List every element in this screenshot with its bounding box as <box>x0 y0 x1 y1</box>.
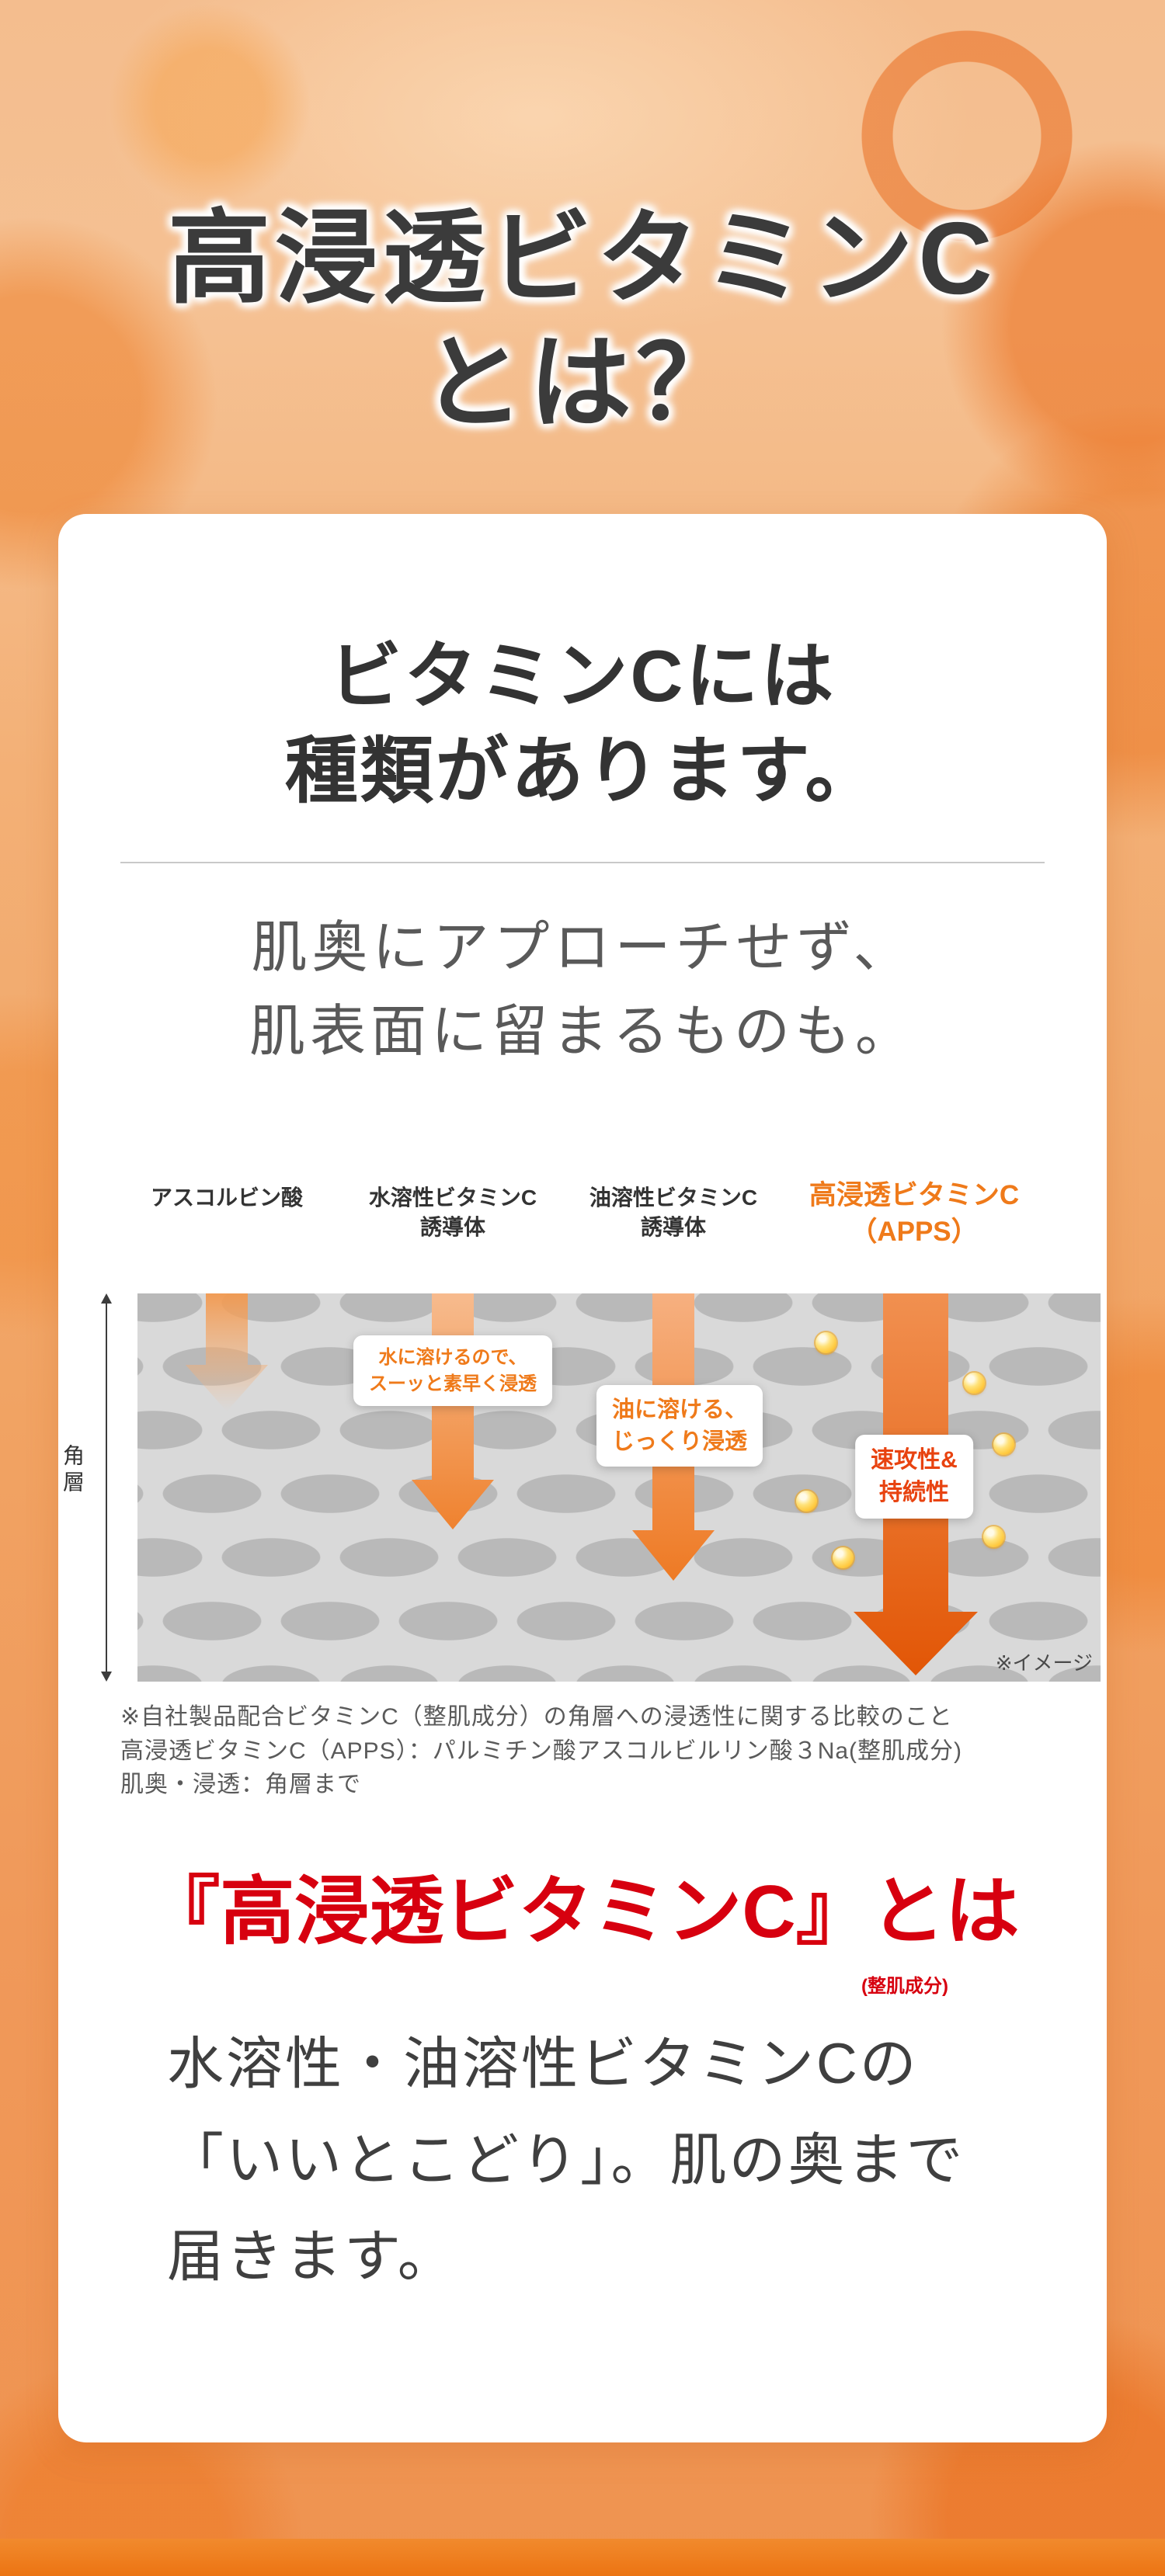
column-label-apps: 高浸透ビタミンC （APPS） <box>798 1177 1031 1251</box>
footnote-text: ※自社製品配合ビタミンC（整肌成分）の角層への浸透性に関する比較のこと 高浸透ビ… <box>120 1700 962 1802</box>
claim-body: 水溶性・油溶性ビタミンCの 「いいとこどり」。肌の奥まで 届きます。 <box>167 2016 965 2305</box>
column-label-ascorbic-acid: アスコルビン酸 <box>110 1183 343 1213</box>
penetration-diagram: アスコルビン酸 水溶性ビタミンC 誘導体 油溶性ビタミンC 誘導体 高浸透ビタミ… <box>58 514 1107 2442</box>
vitamin-dot <box>796 1491 817 1512</box>
vitamin-dot <box>833 1547 854 1568</box>
callout-apps: 速攻性& 持続性 <box>855 1435 973 1519</box>
depth-axis-arrow-icon <box>101 1293 112 1682</box>
claim-note: (整肌成分) <box>861 1976 948 1997</box>
footnote-line3: 肌奥・浸透：角層まで <box>120 1772 361 1797</box>
callout-oil-soluble: 油に溶ける、 じっくり浸透 <box>596 1385 763 1467</box>
footnote-line2: 高浸透ビタミンC（APPS）：パルミチン酸アスコルビルリン酸３Na(整肌成分) <box>120 1738 963 1764</box>
hero-title: 高浸透ビタミンC とは？ <box>0 196 1165 446</box>
column-label-line: 誘導体 <box>419 1214 485 1239</box>
divider <box>120 862 1045 863</box>
lead-line2: 肌表面に留まるものも。 <box>249 1001 916 1063</box>
callout-line: 速攻性& <box>871 1447 958 1473</box>
depth-axis-label: 角層 <box>61 1444 85 1497</box>
claim-line2: 「いいとこどり」。肌の奥まで <box>167 2129 965 2192</box>
column-label-line: （APPS） <box>850 1217 979 1248</box>
card-heading-line2: 種類があります。 <box>284 730 881 812</box>
lead-line1: 肌奥にアプローチせず、 <box>251 917 914 979</box>
callout-line: 油に溶ける、 <box>611 1397 748 1422</box>
lead-text: 肌奥にアプローチせず、 肌表面に留まるものも。 <box>58 906 1107 1074</box>
vitamin-dot <box>993 1434 1014 1455</box>
claim-heading: 『高浸透ビタミンC』とは <box>145 1870 1020 1953</box>
content-card: ビタミンCには 種類があります。 肌奥にアプローチせず、 肌表面に留まるものも。… <box>58 514 1107 2442</box>
claim-line3: 届きます。 <box>167 2225 457 2289</box>
column-label-oil-soluble: 油溶性ビタミンC 誘導体 <box>557 1183 790 1242</box>
column-label-line: 高浸透ビタミンC <box>809 1180 1020 1210</box>
card-heading: ビタミンCには 種類があります。 <box>58 629 1107 818</box>
column-label-water-soluble: 水溶性ビタミンC 誘導体 <box>336 1183 569 1242</box>
bottom-orange-band <box>0 2539 1165 2576</box>
column-label-line: アスコルビン酸 <box>150 1186 303 1210</box>
vitamin-dot <box>964 1373 985 1394</box>
callout-line: スーッと素早く浸透 <box>369 1373 537 1394</box>
penetration-arrow-ascorbic-icon <box>186 1293 268 1411</box>
card-heading-line1: ビタミンCには <box>329 635 836 717</box>
column-label-line: 水溶性ビタミンC <box>368 1186 537 1210</box>
column-label-line: 誘導体 <box>640 1214 706 1239</box>
hero-title-line1: 高浸透ビタミンC <box>168 201 997 315</box>
callout-water-soluble: 水に溶けるので、 スーッと素早く浸透 <box>353 1335 552 1407</box>
vitamin-dot <box>983 1526 1004 1547</box>
column-label-line: 油溶性ビタミンC <box>589 1186 758 1210</box>
footnote-line1: ※自社製品配合ビタミンC（整肌成分）の角層への浸透性に関する比較のこと <box>120 1704 953 1730</box>
callout-line: じっくり浸透 <box>611 1429 748 1454</box>
penetration-arrow-water-soluble-icon <box>412 1293 494 1529</box>
vitamin-dot <box>816 1332 836 1353</box>
image-disclaimer: ※イメージ <box>995 1651 1093 1675</box>
callout-line: 持続性 <box>878 1480 949 1505</box>
claim-line1: 水溶性・油溶性ビタミンCの <box>167 2033 919 2095</box>
hero-title-line2: とは？ <box>422 326 743 441</box>
callout-line: 水に溶けるので、 <box>378 1347 527 1368</box>
